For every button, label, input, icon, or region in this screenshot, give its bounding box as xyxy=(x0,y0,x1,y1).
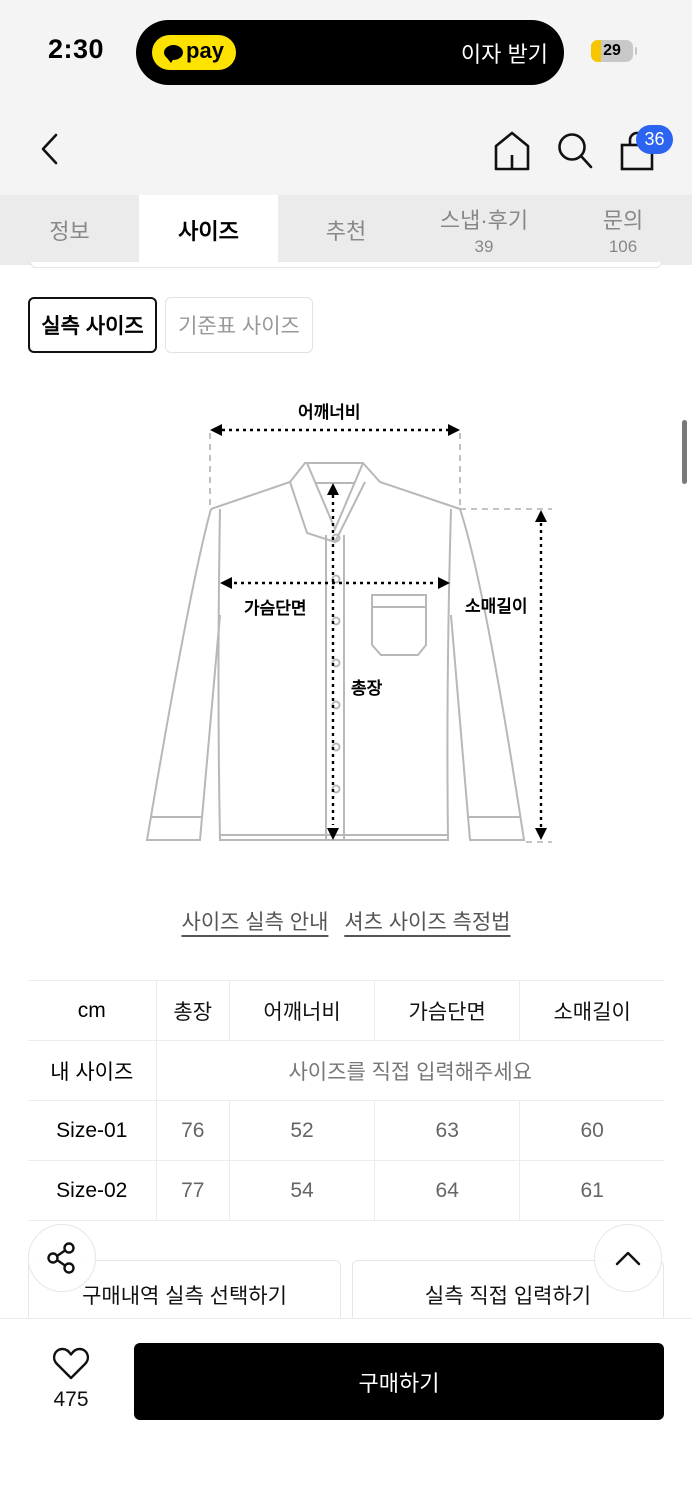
table-row: Size-01 76 52 63 60 xyxy=(28,1100,664,1161)
tab-label: 스냅·후기 xyxy=(439,208,529,233)
island-label: 이자 받기 xyxy=(460,42,548,67)
tab-label: 추천 xyxy=(325,219,367,244)
page-scrollbar[interactable] xyxy=(682,420,687,484)
tab-label: 정보 xyxy=(49,219,90,244)
content-card-edge xyxy=(30,262,662,268)
tab-inquiry[interactable]: 문의 106 xyxy=(554,195,692,265)
status-time: 2:30 xyxy=(48,34,105,64)
like-button[interactable]: 475 xyxy=(36,1347,106,1412)
dynamic-island-pay-banner[interactable]: pay 이자 받기 xyxy=(136,20,564,85)
size-value: 76 xyxy=(155,1100,230,1161)
tab-recommend[interactable]: 추천 xyxy=(278,195,414,265)
product-tabs: 정보 사이즈 추천 스냅·후기 39 문의 106 xyxy=(0,195,692,265)
my-size-input-prompt[interactable]: 사이즈를 직접 입력해주세요 xyxy=(155,1040,664,1101)
standard-size-toggle[interactable]: 기준표 사이즈 xyxy=(165,297,313,353)
column-header: 총장 xyxy=(155,980,230,1041)
kakaopay-badge: pay xyxy=(152,35,236,70)
table-row: Size-02 77 54 64 61 xyxy=(28,1160,664,1221)
cart-count-badge: 36 xyxy=(636,125,673,154)
tab-label: 사이즈 xyxy=(178,219,239,244)
size-value: 54 xyxy=(228,1160,376,1221)
battery-fill xyxy=(591,40,601,62)
tab-label: 문의 xyxy=(602,208,644,233)
shoulder-width-label: 어깨너비 xyxy=(298,403,361,422)
column-header: 어깨너비 xyxy=(228,980,376,1041)
buy-button[interactable]: 구매하기 xyxy=(134,1343,664,1420)
shirt-measure-method-link[interactable]: 셔츠 사이즈 측정법 xyxy=(344,911,511,934)
unit-header: cm xyxy=(28,980,157,1041)
battery-tip xyxy=(635,47,637,55)
size-name: Size-02 xyxy=(28,1160,157,1221)
actual-size-toggle[interactable]: 실측 사이즈 xyxy=(28,297,157,353)
size-value: 64 xyxy=(374,1160,521,1221)
size-value: 77 xyxy=(155,1160,230,1221)
tab-count: 39 xyxy=(474,237,494,256)
size-guide-links: 사이즈 실측 안내 셔츠 사이즈 측정법 xyxy=(0,906,692,936)
size-value: 63 xyxy=(374,1100,521,1161)
total-length-label: 총장 xyxy=(351,679,383,698)
size-measure-guide-link[interactable]: 사이즈 실측 안내 xyxy=(181,911,329,934)
bottom-purchase-bar: 475 구매하기 xyxy=(0,1318,692,1500)
search-icon xyxy=(558,133,593,169)
battery-icon: 29 xyxy=(591,40,633,62)
chest-width-label: 가슴단면 xyxy=(244,599,307,618)
size-table: cm 총장 어깨너비 가슴단면 소매길이 내 사이즈 사이즈를 직접 입력해주세… xyxy=(28,980,664,1221)
scroll-to-top-button[interactable] xyxy=(594,1224,662,1292)
shirt-measurement-diagram: 어깨너비 가슴단면 총장 소매길이 xyxy=(140,385,560,855)
home-button[interactable] xyxy=(492,131,532,171)
size-name: Size-01 xyxy=(28,1100,157,1161)
column-header: 소매길이 xyxy=(519,980,664,1041)
size-value: 52 xyxy=(228,1100,376,1161)
size-value: 61 xyxy=(519,1160,664,1221)
tab-snap-review[interactable]: 스냅·후기 39 xyxy=(414,195,554,265)
pay-badge-text: pay xyxy=(186,38,224,63)
nav-header xyxy=(0,105,692,195)
my-size-label: 내 사이즈 xyxy=(28,1040,157,1101)
share-icon xyxy=(47,1242,75,1274)
back-button[interactable] xyxy=(36,131,66,167)
tab-size[interactable]: 사이즈 xyxy=(139,195,278,265)
status-bar: 2:30 pay 이자 받기 29 xyxy=(0,0,692,105)
shirt-illustration xyxy=(145,424,552,843)
table-header-row: cm 총장 어깨너비 가슴단면 소매길이 xyxy=(28,980,664,1041)
heart-icon xyxy=(52,1347,90,1380)
home-icon xyxy=(494,131,530,171)
size-value: 60 xyxy=(519,1100,664,1161)
tab-info[interactable]: 정보 xyxy=(0,195,139,265)
speech-bubble-icon xyxy=(164,45,184,63)
tab-count: 106 xyxy=(608,237,638,256)
battery-level: 29 xyxy=(603,42,621,59)
sleeve-length-label: 소매길이 xyxy=(465,597,528,616)
column-header: 가슴단면 xyxy=(374,980,521,1041)
search-button[interactable] xyxy=(555,131,595,171)
share-button[interactable] xyxy=(28,1224,96,1292)
chevron-left-icon xyxy=(41,133,58,165)
my-size-row: 내 사이즈 사이즈를 직접 입력해주세요 xyxy=(28,1040,664,1101)
chevron-up-icon xyxy=(615,1251,641,1266)
like-count: 475 xyxy=(53,1388,89,1411)
